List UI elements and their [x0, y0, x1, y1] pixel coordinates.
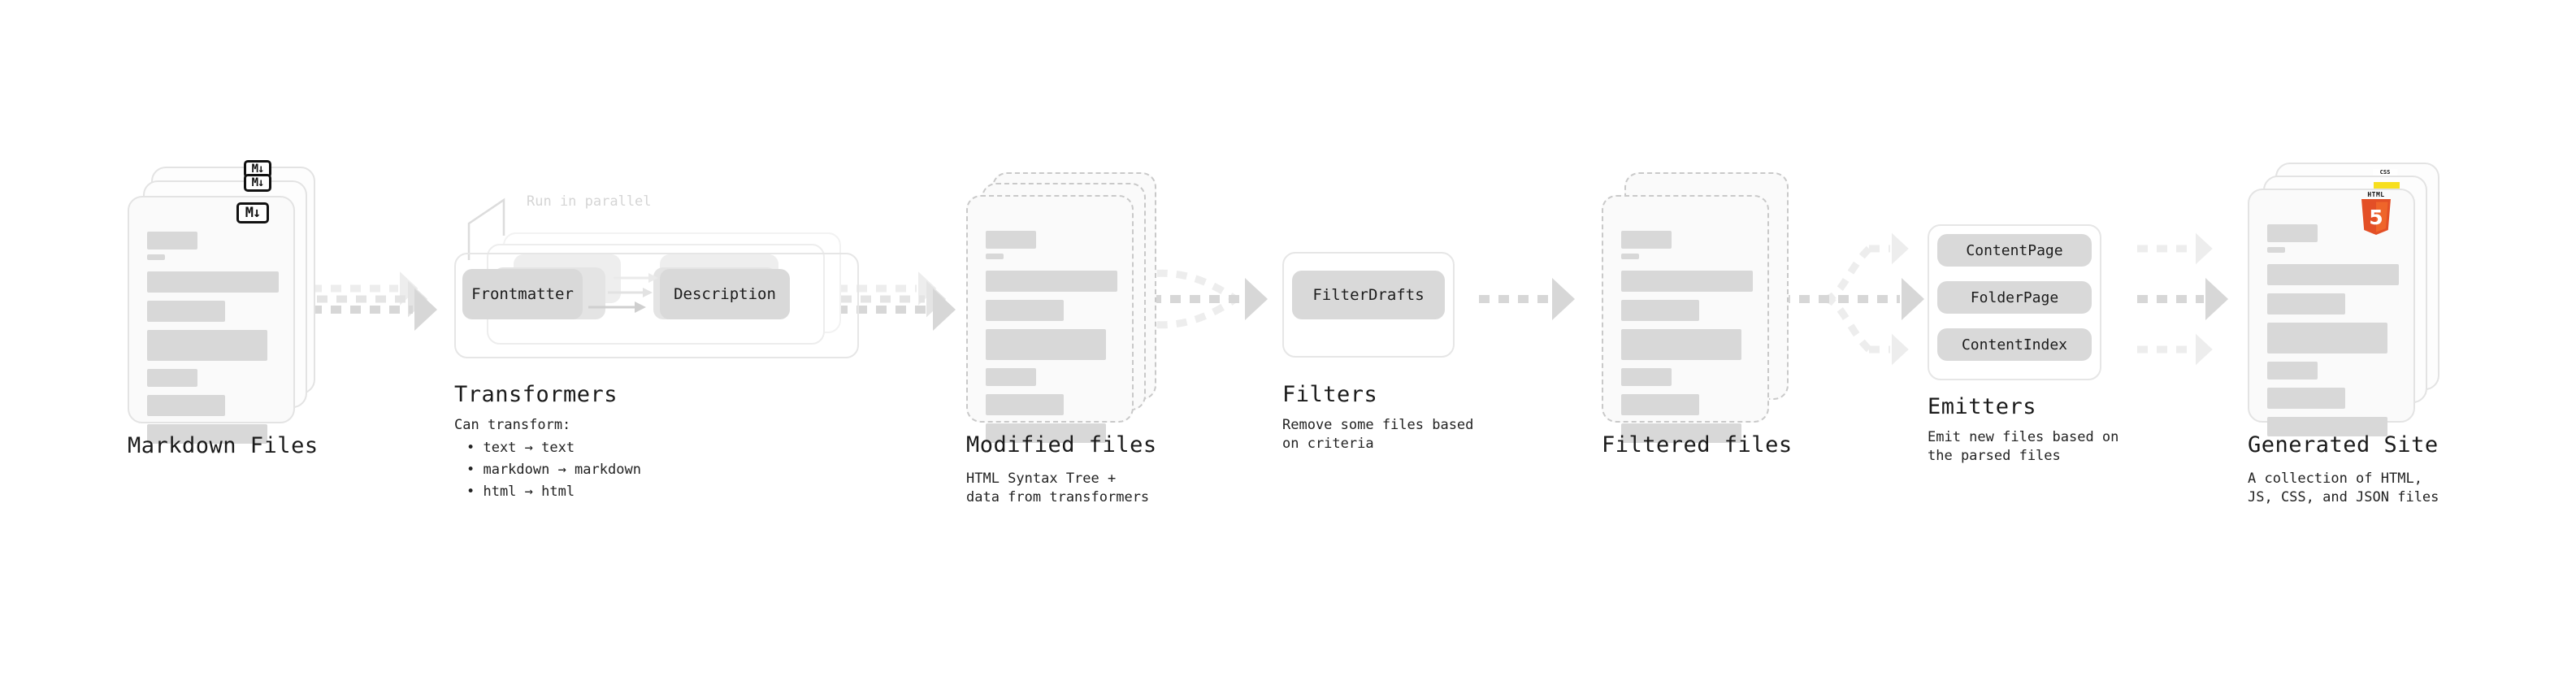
transformer-group-front — [454, 253, 859, 358]
emitters-description: Emit new files based on the parsed files — [1928, 429, 2119, 464]
filters-description: Remove some files based on criteria — [1282, 417, 1474, 452]
transformers-bullet-0: • text → text — [466, 440, 575, 456]
css3-icon-label: CSS — [2379, 169, 2391, 176]
emitter-chip-contentindex-label: ContentIndex — [1961, 336, 2068, 354]
markdown-icon-mid: M↓ — [244, 174, 271, 192]
stage-title-filtered-files: Filtered files — [1602, 432, 1793, 458]
transformers-bullet-2: • html → html — [466, 484, 575, 500]
html5-icon-wordmark: HTML — [2367, 191, 2385, 198]
stage-title-emitters: Emitters — [1928, 394, 2037, 419]
markdown-file-card-front — [128, 196, 295, 444]
stage-title-filters: Filters — [1282, 382, 1378, 407]
emitter-chip-contentindex[interactable]: ContentIndex — [1937, 328, 2092, 361]
generated-site-description: A collection of HTML, JS, CSS, and JSON … — [2248, 471, 2439, 505]
svg-text:5: 5 — [2369, 206, 2383, 229]
transformers-bullet-1: • markdown → markdown — [466, 462, 641, 478]
stage-title-modified-files: Modified files — [966, 432, 1157, 458]
transformer-chip-description[interactable]: Description — [660, 269, 790, 319]
filtered-content-lines — [1621, 231, 1753, 451]
modified-file-card-front — [966, 195, 1134, 443]
arrow-emitters-to-site — [2137, 232, 2228, 366]
transformer-chip-frontmatter[interactable]: Frontmatter — [462, 269, 583, 319]
arrow-filtered-to-emitters — [1780, 232, 1924, 366]
stage-title-markdown-files: Markdown Files — [128, 433, 319, 458]
markdown-content-lines — [147, 232, 279, 452]
stage-title-transformers: Transformers — [454, 382, 618, 407]
run-in-parallel-label: Run in parallel — [527, 193, 652, 210]
markdown-icon-front: M↓ — [236, 202, 269, 223]
filtered-file-card-front — [1602, 195, 1769, 443]
generated-site-content-lines — [2267, 224, 2399, 445]
modified-files-description: HTML Syntax Tree + data from transformer… — [966, 471, 1150, 505]
transformer-chip-description-label: Description — [674, 285, 776, 303]
modified-content-lines — [986, 231, 1117, 451]
transformer-chip-frontmatter-label: Frontmatter — [471, 285, 574, 303]
filter-chip-filterdrafts-label: FilterDrafts — [1312, 286, 1425, 304]
emitter-chip-folderpage-label: FolderPage — [1970, 288, 2059, 306]
emitter-chip-contentpage[interactable]: ContentPage — [1937, 234, 2092, 267]
arrow-filters-to-filtered — [1479, 278, 1575, 320]
emitter-chip-folderpage[interactable]: FolderPage — [1937, 281, 2092, 314]
transformers-description: Can transform: — [454, 417, 571, 433]
emitter-chip-contentpage-label: ContentPage — [1966, 241, 2063, 259]
filter-chip-filterdrafts[interactable]: FilterDrafts — [1292, 271, 1445, 319]
stage-title-generated-site: Generated Site — [2248, 432, 2439, 458]
arrow-markdown-to-transformers — [311, 271, 437, 331]
html5-icon: HTML 5 — [2358, 191, 2394, 235]
